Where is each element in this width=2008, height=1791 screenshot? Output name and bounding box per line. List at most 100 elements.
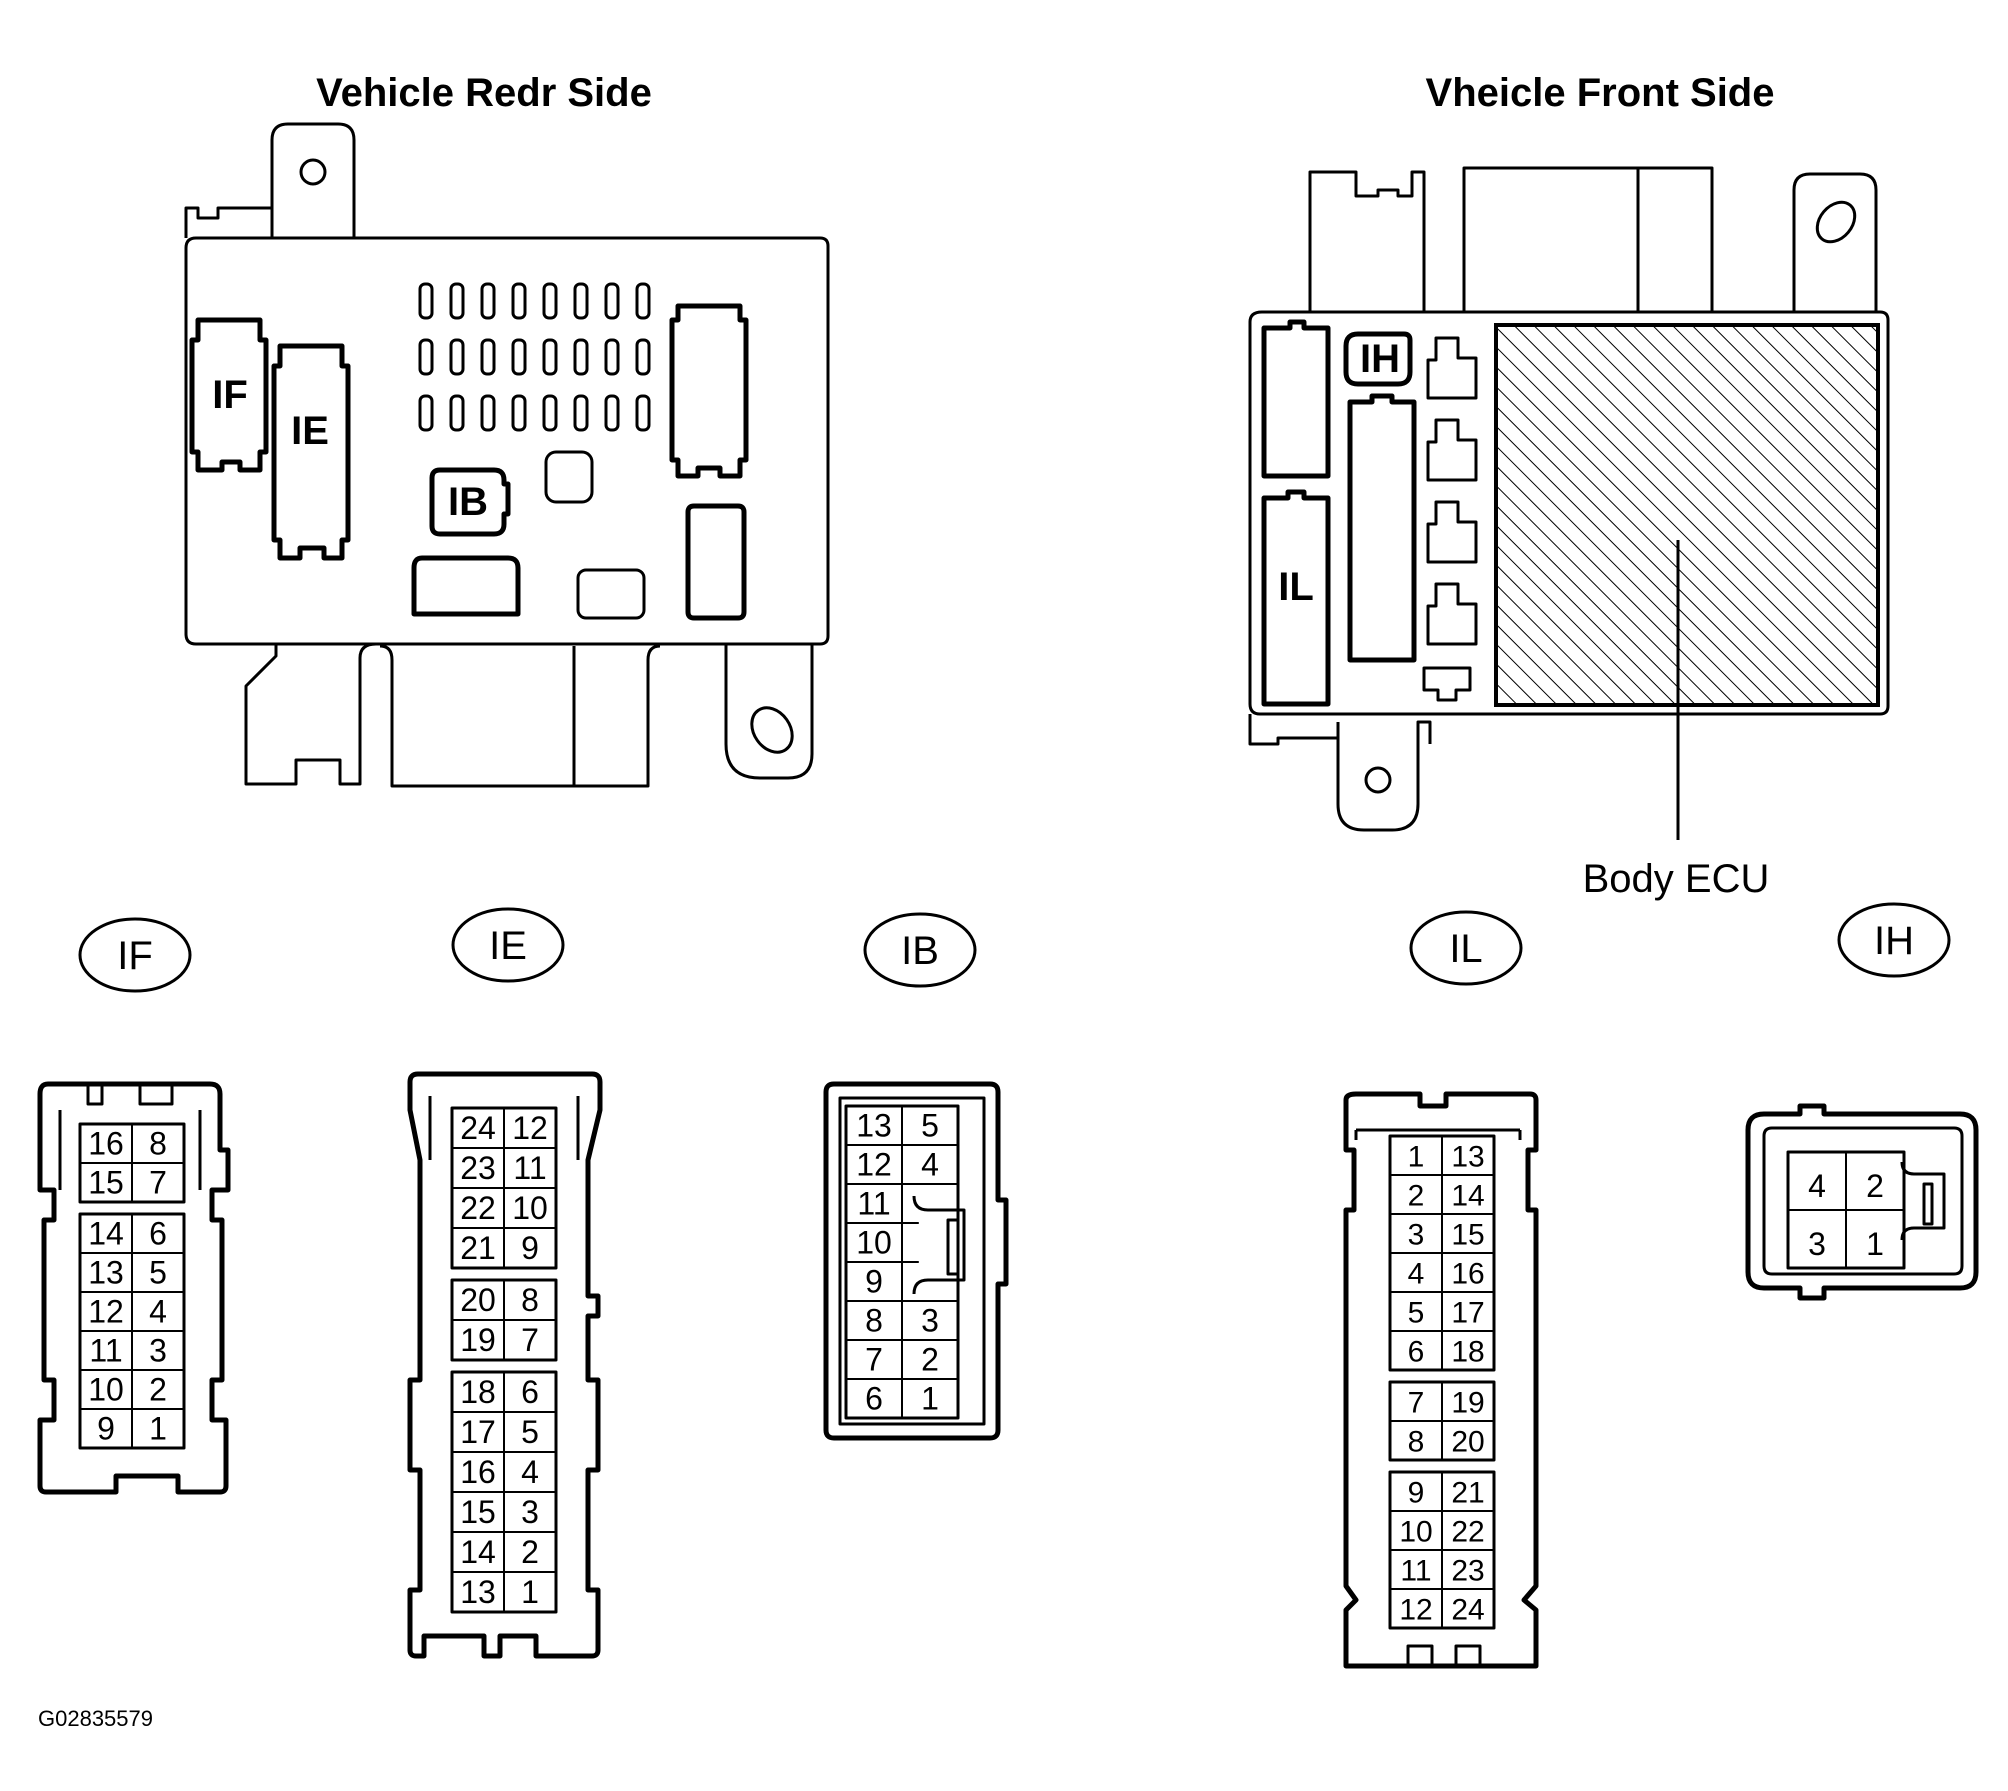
socket-top-right <box>669 303 749 479</box>
ib-oval <box>863 912 977 988</box>
pin-number: 23 <box>1451 1554 1484 1587</box>
pin-number: 1 <box>1408 1140 1425 1173</box>
pin-number: 20 <box>1451 1425 1484 1458</box>
pin-number: 8 <box>149 1125 167 1161</box>
pin-number: 11 <box>513 1150 546 1186</box>
pin-number: 15 <box>460 1494 496 1530</box>
junction-block-front-view: IL IH <box>1248 166 1890 840</box>
pin-number: 17 <box>1451 1296 1484 1329</box>
pin-number: 3 <box>1808 1226 1826 1262</box>
pin-number: 13 <box>88 1254 124 1290</box>
pin-number: 21 <box>460 1230 496 1266</box>
vent-slot-grid <box>418 282 651 432</box>
pin-number: 15 <box>88 1164 124 1200</box>
clip-column <box>1426 336 1478 646</box>
connector-ovals: IF IE IB IL IH <box>78 902 1951 993</box>
pin-number: 2 <box>921 1341 939 1377</box>
pin-number: 1 <box>149 1410 167 1446</box>
vent-slot <box>635 338 651 376</box>
pin-number: 9 <box>521 1230 539 1266</box>
clip <box>1426 500 1478 564</box>
vent-slot <box>604 338 620 376</box>
pin-number: 3 <box>921 1302 939 1338</box>
pin-number: 5 <box>921 1107 939 1143</box>
pin-number: 8 <box>521 1282 539 1318</box>
vent-slot <box>480 338 496 376</box>
socket-bottom-small <box>576 568 646 620</box>
vent-slot <box>418 282 434 320</box>
pin-number: 2 <box>1408 1179 1425 1212</box>
ib-socket-label: IB <box>448 480 488 524</box>
pin-number: 13 <box>460 1574 496 1610</box>
pin-number: 6 <box>1408 1335 1425 1368</box>
ih-socket-outline <box>1343 331 1413 387</box>
pin-number: 2 <box>521 1534 539 1570</box>
socket-square <box>544 450 594 504</box>
pin-number: 4 <box>1408 1257 1425 1290</box>
il-socket-label: IL <box>1278 565 1314 609</box>
pin-number: 7 <box>1408 1386 1425 1419</box>
ie-socket-outline <box>271 343 351 561</box>
pin-number: 10 <box>1399 1515 1432 1548</box>
pin-number: 12 <box>856 1146 892 1182</box>
pin-number: 8 <box>865 1302 883 1338</box>
pin-number: 17 <box>460 1414 496 1450</box>
il-oval <box>1409 910 1523 986</box>
pin-number: 4 <box>521 1454 539 1490</box>
junction-block-rear-view: IF IE IB <box>184 122 830 788</box>
pin-number: 12 <box>88 1293 124 1329</box>
pin-number: 3 <box>521 1494 539 1530</box>
pin-number: 4 <box>1808 1168 1826 1204</box>
pin-number: 7 <box>865 1341 883 1377</box>
ih-oval <box>1837 902 1951 978</box>
pin-number: 5 <box>521 1414 539 1450</box>
vent-slot <box>604 394 620 432</box>
vent-slot <box>449 394 465 432</box>
pin-number: 7 <box>149 1164 167 1200</box>
pin-number: 5 <box>149 1254 167 1290</box>
pin-number: 13 <box>1451 1140 1484 1173</box>
pin-number: 4 <box>149 1293 167 1329</box>
vent-slot <box>573 338 589 376</box>
pin-number: 10 <box>512 1190 548 1226</box>
socket-bottom-left <box>411 555 521 617</box>
pin-number: 14 <box>88 1215 124 1251</box>
vent-slot <box>449 282 465 320</box>
if-socket-outline <box>189 317 269 473</box>
if-socket-label: IF <box>212 373 248 417</box>
socket-right-lower <box>685 503 747 621</box>
pin-number: 5 <box>1408 1296 1425 1329</box>
pin-number: 19 <box>1451 1386 1484 1419</box>
pin-number: 18 <box>1451 1335 1484 1368</box>
ih-oval-label: IH <box>1874 919 1914 963</box>
pin-number: 23 <box>460 1150 496 1186</box>
pin-number: 11 <box>1400 1554 1431 1587</box>
if-oval <box>78 917 192 993</box>
vent-slot <box>573 394 589 432</box>
vent-slot <box>604 282 620 320</box>
pin-number: 1 <box>921 1380 939 1416</box>
pin-number: 6 <box>149 1215 167 1251</box>
vent-slot <box>418 338 434 376</box>
pin-number: 12 <box>1399 1593 1432 1626</box>
vent-slot <box>480 282 496 320</box>
pin-number: 16 <box>1451 1257 1484 1290</box>
body-ecu-label: Body ECU <box>1583 857 1770 901</box>
pin-number: 15 <box>1451 1218 1484 1251</box>
socket-front-left-top <box>1261 319 1331 479</box>
clip-bottom <box>1422 666 1472 702</box>
pin-number: 13 <box>856 1107 892 1143</box>
vent-slot <box>635 394 651 432</box>
pin-number: 24 <box>1451 1593 1484 1626</box>
pin-number: 1 <box>521 1574 539 1610</box>
pin-number: 14 <box>1451 1179 1484 1212</box>
pin-number: 14 <box>460 1534 496 1570</box>
vent-slot <box>418 394 434 432</box>
ib-socket-outline <box>429 467 511 537</box>
pin-number: 24 <box>460 1110 496 1146</box>
pin-number: 6 <box>865 1380 883 1416</box>
vent-slot <box>511 338 527 376</box>
